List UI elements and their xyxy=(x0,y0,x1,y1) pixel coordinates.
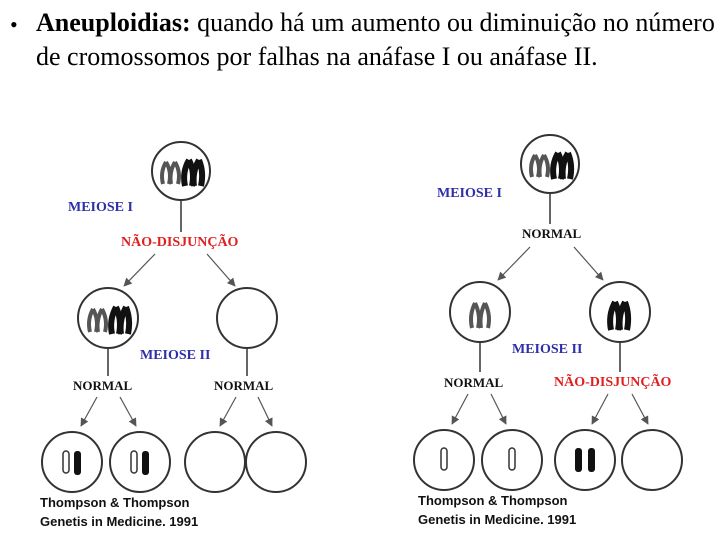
left-diagram: MEIOSE I NÃO-DISJUNÇÃO MEIOSE II NORMAL … xyxy=(40,141,307,529)
chromosome-dark xyxy=(181,158,206,187)
left-citation-line2: Genetis in Medicine. 1991 xyxy=(40,514,198,529)
left-gamete-4 xyxy=(245,431,307,493)
right-gamete-3 xyxy=(554,429,616,491)
left-normal-label-2: NORMAL xyxy=(214,378,274,393)
right-citation-line1: Thompson & Thompson xyxy=(418,493,568,508)
bullet-text: Aneuploidias: quando há um aumento ou di… xyxy=(36,6,718,74)
right-citation-line2: Genetis in Medicine. 1991 xyxy=(418,512,576,527)
right-gamete-1 xyxy=(413,429,475,491)
left-normal-label-1: NORMAL xyxy=(73,378,133,393)
right-diagram: MEIOSE I NORMAL MEIOSE II NORMAL NÃO-DIS… xyxy=(413,134,683,527)
left-meiose1-label: MEIOSE I xyxy=(68,200,133,215)
bullet-point: • Aneuploidias: quando há um aumento ou … xyxy=(10,6,718,74)
right-daughter-cell-1 xyxy=(449,281,511,343)
right-parent-cell xyxy=(520,134,580,194)
left-parent-cell xyxy=(151,141,211,201)
left-gamete-3 xyxy=(184,431,246,493)
left-gamete-1 xyxy=(41,431,103,493)
right-gamete-4 xyxy=(621,429,683,491)
chromosome-light xyxy=(160,160,181,185)
bullet-marker: • xyxy=(10,12,18,37)
left-daughter-cell-with-chromosomes xyxy=(77,287,139,349)
right-meiose1-label: MEIOSE I xyxy=(437,186,502,201)
right-nondisjunction-label: NÃO-DISJUNÇÃO xyxy=(554,372,672,390)
left-daughter-cell-empty xyxy=(216,287,278,349)
right-normal-left-label: NORMAL xyxy=(444,375,504,390)
right-normal-top-label: NORMAL xyxy=(522,226,582,241)
right-daughter-cell-2 xyxy=(589,281,651,343)
left-citation-line1: Thompson & Thompson xyxy=(40,495,190,510)
left-gamete-2 xyxy=(109,431,171,493)
left-nondisjunction-label: NÃO-DISJUNÇÃO xyxy=(121,232,239,250)
right-meiose2-label: MEIOSE II xyxy=(512,342,582,357)
right-gamete-2 xyxy=(481,429,543,491)
bullet-term: Aneuploidias: xyxy=(36,8,191,37)
left-meiose2-label: MEIOSE II xyxy=(140,348,210,363)
bullet-description: quando há um aumento ou diminuição no nú… xyxy=(36,8,715,71)
